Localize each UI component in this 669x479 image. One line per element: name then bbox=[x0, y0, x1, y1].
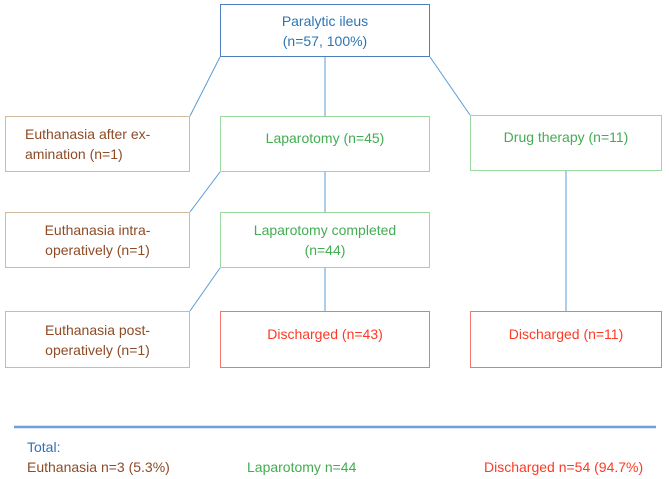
node-label: Euthanasia after ex- bbox=[25, 126, 151, 142]
node-euthanasia-postoperatively: Euthanasia post- operatively (n=1) bbox=[5, 311, 190, 368]
node-discharged-after-drug-therapy: Discharged (n=11) bbox=[470, 311, 662, 368]
node-label: Drug therapy (n=11) bbox=[503, 129, 629, 145]
node-count: operatively (n=1) bbox=[45, 341, 150, 358]
summary-euthanasia-total: Euthanasia n=3 (5.3%) bbox=[27, 459, 170, 475]
node-paralytic-ileus: Paralytic ileus (n=57, 100%) bbox=[220, 4, 430, 57]
node-label: Discharged (n=11) bbox=[508, 325, 624, 342]
node-laparotomy: Laparotomy (n=45) bbox=[220, 116, 430, 172]
connector-completed-to-euthanasia-post bbox=[189, 267, 221, 312]
summary-discharged-total: Discharged n=54 (94.7%) bbox=[484, 459, 644, 475]
node-count: (n=57, 100%) bbox=[282, 32, 368, 49]
node-label: Laparotomy (n=45) bbox=[265, 130, 385, 146]
node-label: Euthanasia post- bbox=[44, 321, 151, 338]
node-discharged-after-surgery: Discharged (n=43) bbox=[220, 311, 430, 368]
node-drug-therapy: Drug therapy (n=11) bbox=[470, 115, 662, 171]
node-label: Discharged (n=43) bbox=[267, 325, 383, 342]
node-label: Laparotomy completed bbox=[253, 222, 397, 238]
node-count: (n=44) bbox=[304, 242, 346, 258]
summary-laparotomy-total: Laparotomy n=44 bbox=[247, 459, 357, 475]
node-euthanasia-after-examination: Euthanasia after ex- amination (n=1) bbox=[5, 116, 190, 172]
node-euthanasia-intraoperatively: Euthanasia intra- operatively (n=1) bbox=[5, 212, 190, 268]
node-count: operatively (n=1) bbox=[45, 242, 150, 258]
node-label: Paralytic ileus bbox=[281, 12, 369, 29]
node-laparotomy-completed: Laparotomy completed (n=44) bbox=[220, 212, 430, 268]
node-label: Euthanasia intra- bbox=[44, 222, 151, 238]
connector-laparotomy-to-euthanasia-intra bbox=[189, 171, 221, 213]
summary-total-label: Total: bbox=[27, 439, 61, 455]
connector-root-to-euthanasia-exam bbox=[189, 56, 221, 117]
connector-root-to-drug-therapy bbox=[429, 56, 471, 116]
node-count: amination (n=1) bbox=[25, 146, 123, 162]
